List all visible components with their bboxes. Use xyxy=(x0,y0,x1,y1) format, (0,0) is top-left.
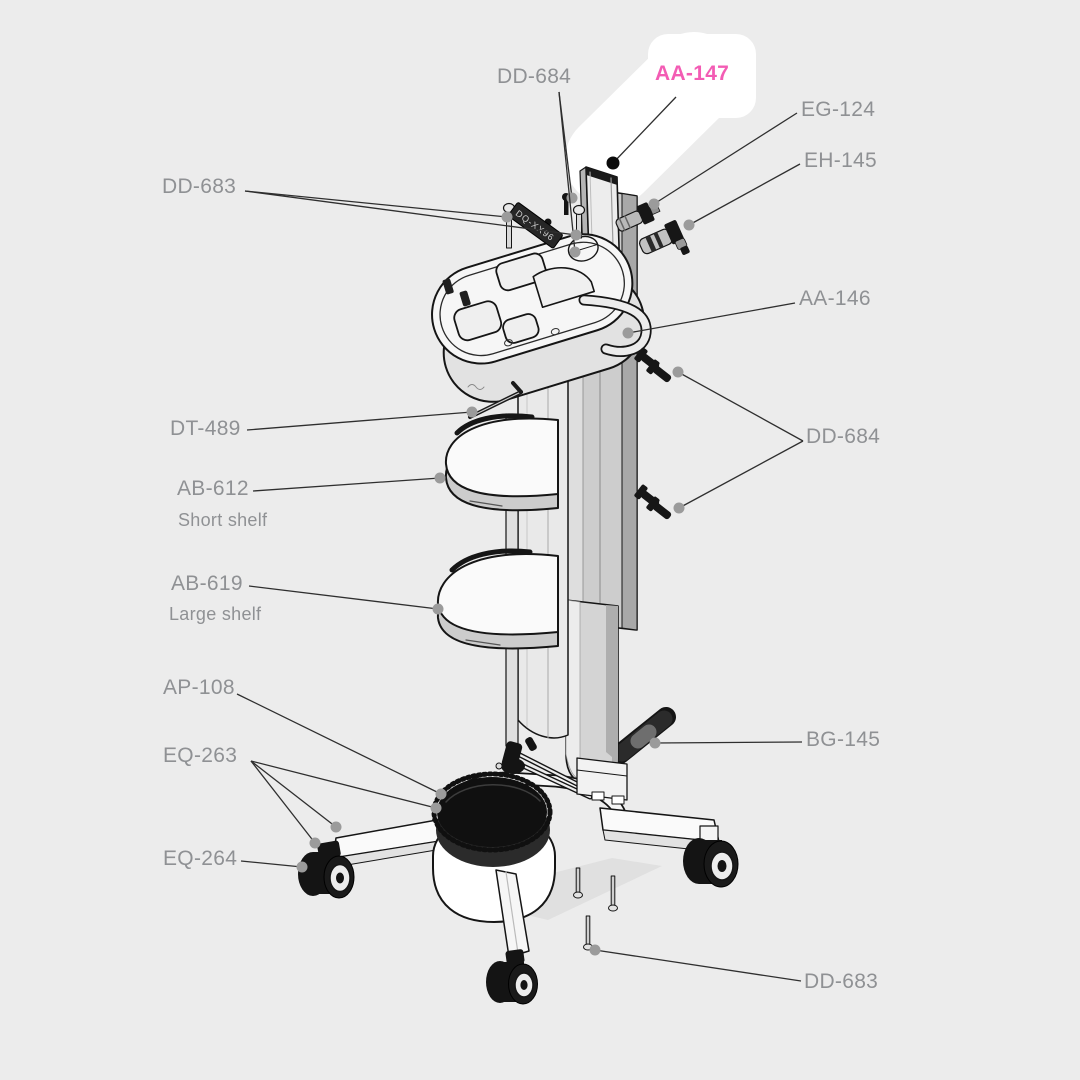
part-label-eg-124: EG-124 xyxy=(801,98,876,121)
part-label-dd-683-bottom: DD-683 xyxy=(804,970,879,993)
part-label-ab-619: AB-619 xyxy=(171,572,243,595)
locking-pin xyxy=(467,381,523,419)
part-label-dt-489: DT-489 xyxy=(170,417,241,440)
leader-line xyxy=(252,477,441,492)
leader-line xyxy=(250,760,337,828)
leader-dot xyxy=(330,821,342,833)
pedal-hinge xyxy=(495,737,537,774)
part-label-bg-145: BG-145 xyxy=(806,728,881,751)
leader-line xyxy=(653,112,798,205)
part-label-ab-612: AB-612 xyxy=(177,477,249,500)
base-screws xyxy=(573,867,618,951)
fitting-eh-145 xyxy=(639,220,690,255)
leader-dot xyxy=(683,219,695,231)
part-label-eq-264: EQ-264 xyxy=(163,847,238,870)
part-label-eh-145: EH-145 xyxy=(804,149,878,172)
leader-dot xyxy=(466,406,478,418)
part-label-ab-612-sub: Short shelf xyxy=(178,510,268,530)
part-label-dd-684-right: DD-684 xyxy=(806,425,881,448)
highlight-blob xyxy=(565,32,756,206)
part-label-ap-108: AP-108 xyxy=(163,676,235,699)
leader-line xyxy=(678,440,804,509)
caster-front xyxy=(486,949,538,1005)
leader-dot xyxy=(296,861,308,873)
part-label-aa-146: AA-146 xyxy=(799,287,871,310)
short-shelf xyxy=(444,413,559,512)
leader-dot xyxy=(673,502,685,514)
leader-line xyxy=(654,741,803,744)
pole-clamp xyxy=(578,294,652,357)
leader-line xyxy=(236,693,442,795)
leader-lines-layer xyxy=(236,91,804,982)
leader-line xyxy=(248,585,439,610)
leader-dot xyxy=(434,472,446,484)
part-label-dd-683-left: DD-683 xyxy=(162,175,237,198)
large-shelf xyxy=(436,548,559,650)
leader-dot xyxy=(648,198,660,210)
part-label-eq-263: EQ-263 xyxy=(163,744,238,767)
leader-dot xyxy=(430,802,442,814)
leader-dot xyxy=(589,944,601,956)
leader-line xyxy=(240,860,303,868)
leader-line xyxy=(244,190,508,218)
handle xyxy=(610,707,676,764)
side-screws-lower xyxy=(634,484,672,520)
leader-line xyxy=(594,949,802,982)
leader-dot xyxy=(309,837,321,849)
leader-dot xyxy=(569,246,581,258)
leader-line xyxy=(246,411,473,431)
part-label-aa-147: AA-147 xyxy=(655,62,730,85)
leader-line xyxy=(250,760,437,809)
caster-right xyxy=(683,825,739,888)
base-assembly xyxy=(298,737,739,1005)
leader-ball-black xyxy=(606,156,620,170)
leader-dot xyxy=(672,366,684,378)
leader-line xyxy=(250,760,316,844)
tray-hooks xyxy=(442,278,471,307)
leader-dot xyxy=(432,603,444,615)
leader-dot xyxy=(570,229,582,241)
leader-line xyxy=(244,190,577,236)
part-label-dd-684-top: DD-684 xyxy=(497,65,572,88)
part-label-ab-619-sub: Large shelf xyxy=(169,604,262,624)
leader-line xyxy=(677,371,804,442)
leader-dot xyxy=(501,211,513,223)
leader-dot xyxy=(435,788,447,800)
leader-dot xyxy=(649,737,661,749)
leader-line xyxy=(688,163,801,226)
leader-line xyxy=(558,91,576,253)
side-screws-upper xyxy=(634,347,672,383)
front-leg xyxy=(495,869,530,958)
leader-line xyxy=(627,302,796,334)
column-foot xyxy=(576,757,628,805)
leader-dot xyxy=(622,327,634,339)
foot-pedal xyxy=(431,771,553,853)
leader-line xyxy=(612,96,677,164)
